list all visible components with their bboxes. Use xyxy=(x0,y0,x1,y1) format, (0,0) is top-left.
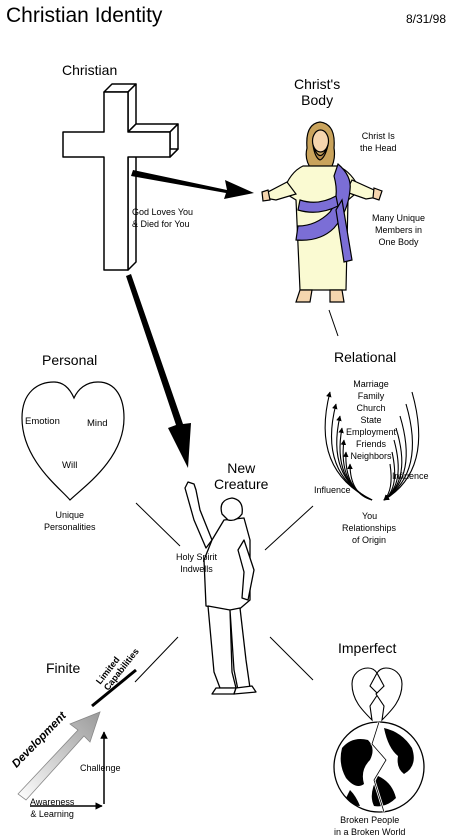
new-creature-figure xyxy=(184,481,257,695)
unique-personalities-caption: Unique Personalities xyxy=(44,510,96,532)
page-title: Christian Identity xyxy=(6,4,163,27)
broken-heart-icon xyxy=(351,667,403,722)
christ-head-note: Christ Is the Head xyxy=(360,131,397,153)
new-creature-label: New Creature xyxy=(214,460,269,492)
christian-label: Christian xyxy=(62,62,118,78)
date-label: 8/31/98 xyxy=(405,12,446,26)
influence-arrows xyxy=(324,391,420,501)
heart-shape xyxy=(21,381,125,501)
relation-church: Church xyxy=(356,403,386,413)
god-loves-caption: God Loves You & Died for You xyxy=(132,207,194,229)
christs-body-label: Christ's Body xyxy=(294,76,341,108)
relation-family: Family xyxy=(357,391,385,401)
relationships-origin-caption: Relationships of Origin xyxy=(342,523,397,545)
cross-icon xyxy=(62,83,179,271)
finite-label: Finite xyxy=(46,660,81,676)
influence-right-label: Influence xyxy=(392,471,429,481)
christ-figure xyxy=(261,121,383,303)
holy-spirit-note: Holy Spirit Indwells xyxy=(176,552,218,574)
broken-world-globe xyxy=(333,721,425,813)
imperfect-label: Imperfect xyxy=(338,640,397,656)
broken-world-caption: Broken People in a Broken World xyxy=(334,815,406,837)
relation-employment: Employment xyxy=(345,427,397,437)
heart-item-will: Will xyxy=(62,460,78,471)
you-label: You xyxy=(362,511,378,521)
relation-state: State xyxy=(360,415,382,425)
heart-item-emotion: Emotion xyxy=(25,416,60,427)
development-arrow xyxy=(17,711,101,801)
many-members-note: Many Unique Members in One Body xyxy=(372,213,426,247)
personal-label: Personal xyxy=(42,352,98,368)
relation-friends: Friends xyxy=(355,439,386,449)
new-creature-arrow xyxy=(126,274,191,468)
relation-neighbors: Neighbors xyxy=(350,451,392,461)
relation-marriage: Marriage xyxy=(353,379,389,389)
love-arrow xyxy=(131,170,254,199)
heart-item-mind: Mind xyxy=(87,418,108,429)
awareness-learning-label: Awareness & Learning xyxy=(30,797,75,819)
challenge-label: Challenge xyxy=(80,763,121,773)
growth-axes xyxy=(30,731,108,810)
limited-capabilities-bar xyxy=(91,668,137,708)
influence-left-label: Influence xyxy=(314,485,351,495)
connector-lines xyxy=(134,309,339,683)
relational-label: Relational xyxy=(334,349,397,365)
